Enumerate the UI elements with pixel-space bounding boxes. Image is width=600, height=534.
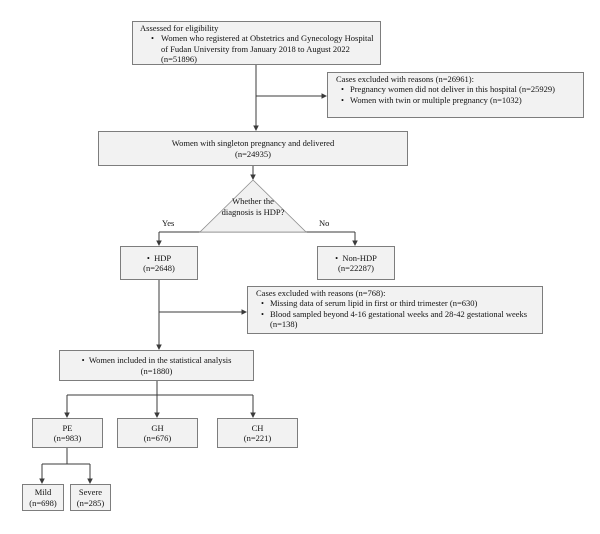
node-non-hdp-label: Non-HDP	[335, 253, 376, 263]
node-non-hdp: Non-HDP (n=22287)	[317, 246, 395, 280]
node-excluded-second-title: Cases excluded with reasons (n=768):	[256, 288, 386, 298]
edge-label-yes: Yes	[162, 218, 175, 228]
node-gh: GH (n=676)	[117, 418, 198, 448]
node-assessed-for-eligibility: Assessed for eligibility Women who regis…	[132, 21, 381, 65]
node-mild-label: Mild	[34, 487, 52, 498]
decision-question-line1: Whether the	[232, 196, 274, 206]
node-severe-label: Severe	[78, 487, 103, 498]
node-included-count: (n=1880)	[140, 365, 173, 376]
node-excluded-first-bullet-2: Women with twin or multiple pregnancy (n…	[328, 95, 579, 106]
node-ch-label: CH	[251, 422, 264, 433]
node-excluded-first-title: Cases excluded with reasons (n=26961):	[336, 74, 474, 84]
node-included-label: Women included in the statistical analys…	[82, 355, 232, 365]
node-ch-count: (n=221)	[243, 433, 272, 443]
node-pe-count: (n=983)	[53, 433, 82, 443]
node-non-hdp-count: (n=22287)	[338, 263, 374, 273]
node-singleton-pregnancy: Women with singleton pregnancy and deliv…	[98, 131, 408, 166]
node-excluded-second-bullet-2: Blood sampled beyond 4-16 gestational we…	[248, 309, 538, 330]
decision-question-line2: diagnosis is HDP?	[221, 206, 285, 217]
node-hdp-count: (n=2648)	[143, 263, 175, 273]
node-mild: Mild (n=698)	[22, 484, 64, 511]
flow-lines	[39, 65, 358, 484]
decision-question: Whether the diagnosis is HDP?	[203, 196, 303, 217]
decision-triangle	[199, 179, 307, 233]
node-pe: PE (n=983)	[32, 418, 103, 448]
node-pe-label: PE	[62, 422, 73, 433]
node-assessed-title: Assessed for eligibility	[140, 23, 219, 33]
edge-label-no: No	[319, 218, 330, 228]
node-assessed-bullet: Women who registered at Obstetrics and G…	[133, 33, 376, 64]
node-included-analysis: Women included in the statistical analys…	[59, 350, 254, 381]
node-severe-count: (n=285)	[76, 497, 105, 508]
node-excluded-second-bullet-1: Missing data of serum lipid in first or …	[248, 298, 538, 309]
node-gh-count: (n=676)	[143, 433, 172, 443]
node-severe: Severe (n=285)	[70, 484, 111, 511]
node-singleton-line1: Women with singleton pregnancy and deliv…	[171, 138, 335, 149]
node-excluded-second: Cases excluded with reasons (n=768): Mis…	[247, 286, 543, 334]
node-singleton-count: (n=24935)	[235, 148, 271, 159]
node-hdp-label: HDP	[147, 253, 171, 263]
node-hdp: HDP (n=2648)	[120, 246, 198, 280]
node-mild-count: (n=698)	[29, 497, 57, 508]
node-excluded-first: Cases excluded with reasons (n=26961): P…	[327, 72, 584, 118]
node-ch: CH (n=221)	[217, 418, 298, 448]
node-excluded-first-bullet-1: Pregnancy women did not deliver in this …	[328, 84, 579, 95]
node-gh-label: GH	[151, 422, 164, 433]
